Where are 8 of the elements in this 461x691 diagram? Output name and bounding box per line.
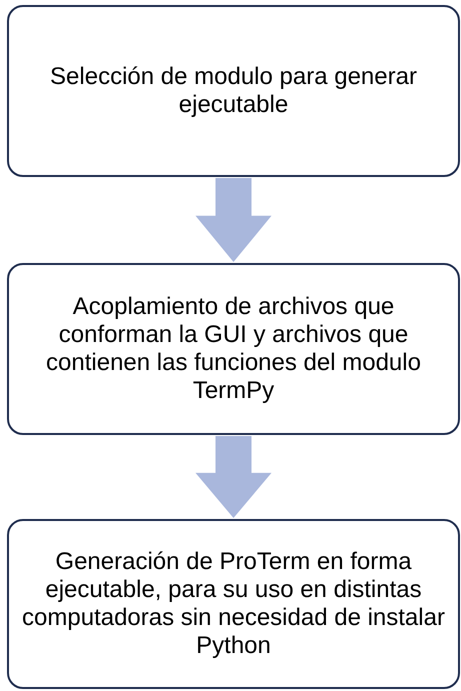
process-box (7, 263, 460, 435)
step-text: Acoplamiento de archivos que conforman la GUI y archivos que contienen las funciones del modulo TermPy (45, 292, 422, 406)
step-text: Selección de modulo para generar ejecutable (49, 62, 418, 120)
down-arrow (196, 178, 272, 262)
step-text: Generación de ProTerm en forma ejecutable, para su uso en distintas computadoras sin necesidad de instalar Python (21, 548, 446, 660)
down-arrow (196, 436, 272, 518)
process-box (7, 5, 460, 177)
process-box (7, 519, 460, 689)
